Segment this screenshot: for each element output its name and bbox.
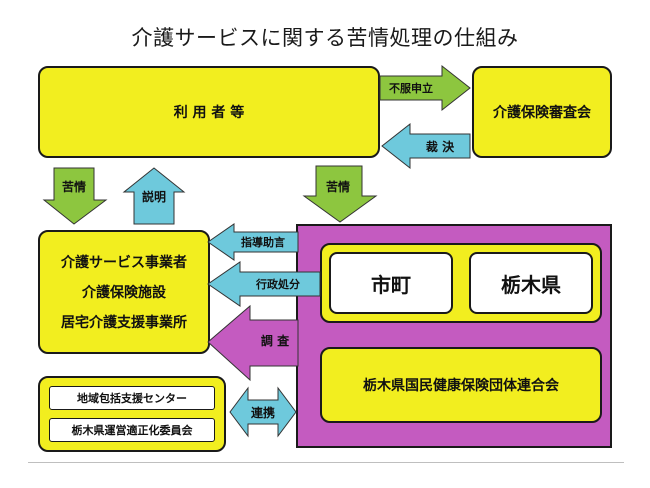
bottom-divider (28, 462, 624, 463)
support-container: 地域包括支援センター 栃木県運営適正化委員会 (38, 376, 226, 452)
decision-arrow (381, 122, 471, 170)
prefecture-label: 栃木県 (501, 272, 561, 297)
appeal-label: 不服申立 (389, 82, 433, 95)
appeal-arrow (379, 64, 471, 112)
committee-label: 栃木県運営適正化委員会 (71, 424, 193, 437)
diagram-title: 介護サービスに関する苦情処理の仕組み (131, 26, 519, 50)
committee-box: 栃木県運営適正化委員会 (49, 418, 215, 442)
municipal-container: 市町 栃木県 (320, 243, 602, 323)
providers-box: 介護サービス事業者 介護保険施設 居宅介護支援事業所 (38, 230, 210, 354)
review-board-label: 介護保険審査会 (493, 105, 591, 121)
support-center-label: 地域包括支援センター (77, 392, 187, 405)
complaint-right-label: 苦情 (325, 179, 350, 194)
provider-label-2: 介護保険施設 (82, 285, 166, 301)
cooperation-label: 連携 (250, 405, 275, 420)
provider-label-3: 居宅介護支援事業所 (61, 315, 187, 331)
guidance-arrow (207, 223, 299, 261)
cooperation-arrow (229, 386, 297, 438)
explanation-label: 説明 (141, 189, 166, 204)
admin-action-arrow (207, 261, 321, 307)
support-center-box: 地域包括支援センター (49, 386, 215, 410)
city-label: 市町 (371, 272, 411, 297)
users-box: 利 用 者 等 (38, 66, 380, 158)
guidance-label: 指導助言 (241, 236, 285, 249)
complaint-left-label: 苦情 (61, 179, 86, 194)
federation-label: 栃木県国民健康保険団体連合会 (363, 378, 559, 394)
investigation-arrow (207, 304, 299, 382)
prefecture-box: 栃木県 (469, 252, 593, 314)
provider-label-1: 介護サービス事業者 (61, 255, 187, 271)
complaint-right-arrow (302, 165, 378, 223)
investigation-label: 調 査 (260, 333, 290, 348)
complaint-left-arrow (42, 167, 108, 225)
review-board-box: 介護保険審査会 (472, 66, 612, 158)
city-box: 市町 (329, 252, 453, 314)
admin-action-label: 行政処分 (256, 278, 300, 291)
explanation-arrow (122, 167, 186, 225)
users-label: 利 用 者 等 (173, 105, 245, 121)
decision-label: 裁 決 (425, 139, 455, 154)
federation-box: 栃木県国民健康保険団体連合会 (320, 347, 602, 423)
